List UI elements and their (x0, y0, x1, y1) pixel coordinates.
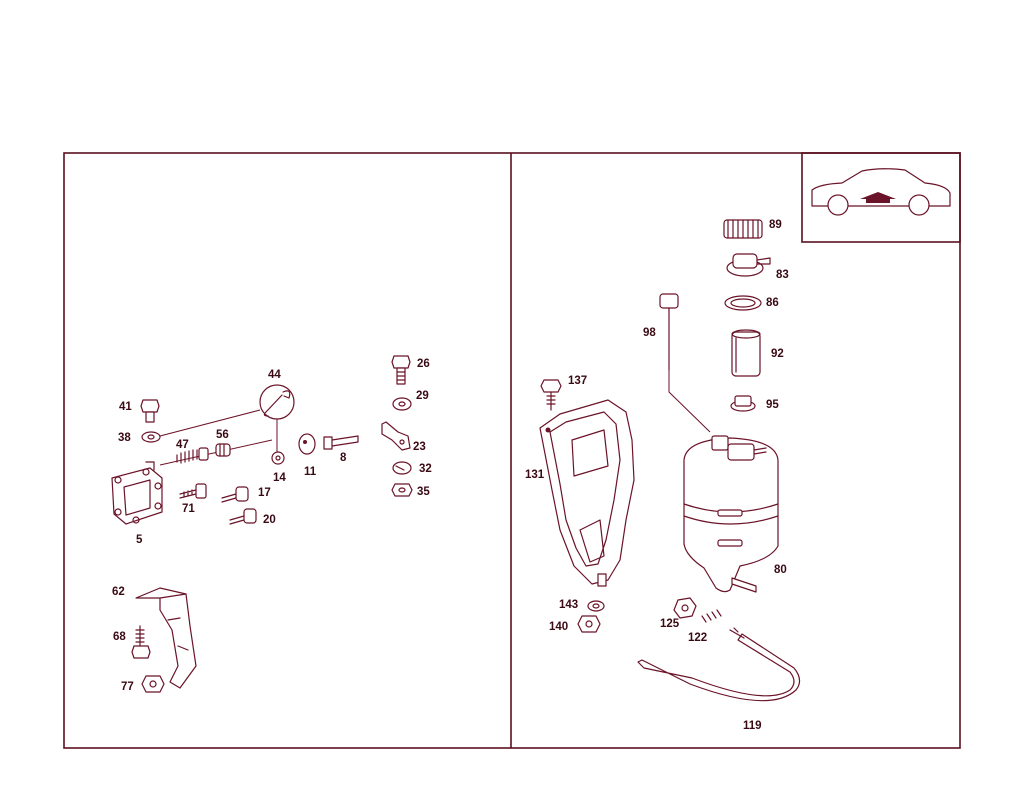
part-44-wrench-symbol (259, 384, 295, 420)
part-29-washer (392, 397, 412, 411)
label-98: 98 (643, 327, 656, 339)
part-35-nut (391, 483, 413, 497)
label-26: 26 (417, 358, 430, 370)
part-140-nut (577, 615, 601, 633)
part-56-sleeve (215, 443, 231, 457)
label-17: 17 (258, 487, 271, 499)
label-143: 143 (559, 599, 578, 611)
part-131-bracket (539, 399, 635, 587)
part-14-washer (271, 451, 285, 465)
part-92-filter (731, 329, 761, 377)
part-20-screw (229, 508, 257, 525)
label-137: 137 (568, 375, 587, 387)
diagram-frame (63, 152, 961, 749)
part-83-cap (726, 253, 771, 277)
label-62: 62 (112, 586, 125, 598)
part-95-cap (730, 395, 756, 412)
part-5-pump-housing (111, 461, 163, 525)
part-labels: 41 38 47 56 44 14 11 8 26 29 23 32 35 71… (112, 219, 789, 732)
label-122: 122 (688, 632, 707, 644)
label-119: 119 (743, 720, 762, 732)
part-143-washer (587, 600, 605, 612)
part-119-strap (637, 627, 801, 702)
label-92: 92 (771, 348, 784, 360)
label-14: 14 (273, 472, 286, 484)
part-122-spring (701, 609, 722, 623)
label-77: 77 (121, 681, 134, 693)
leader-44-38 (159, 409, 261, 437)
label-95: 95 (766, 399, 779, 411)
leader-98 (668, 370, 711, 433)
label-44: 44 (268, 369, 281, 381)
part-77-nut (141, 675, 165, 693)
part-86-seal-ring (724, 295, 762, 311)
part-26-bolt (391, 355, 411, 385)
part-80-reservoir (683, 435, 779, 593)
part-23-bracket (381, 421, 411, 451)
label-8: 8 (340, 452, 347, 464)
label-5: 5 (136, 534, 143, 546)
label-71: 71 (182, 503, 195, 515)
label-11: 11 (304, 466, 317, 478)
part-8-bolt (323, 435, 359, 450)
label-38: 38 (118, 432, 131, 444)
label-41: 41 (119, 401, 132, 413)
locator-box (801, 152, 961, 243)
part-98-dipstick (659, 293, 679, 371)
part-11-disc (298, 433, 316, 455)
part-17-screw (221, 486, 249, 503)
label-47: 47 (176, 439, 189, 451)
label-29: 29 (416, 390, 429, 402)
part-41-bolt (140, 399, 160, 423)
label-35: 35 (417, 486, 430, 498)
part-71-screw (179, 483, 207, 499)
label-131: 131 (525, 469, 545, 481)
part-47-screw (176, 447, 209, 464)
label-56: 56 (216, 429, 229, 441)
part-38-washer (141, 431, 161, 443)
label-68: 68 (113, 631, 126, 643)
part-137-screw (540, 379, 562, 411)
part-125-nut (673, 597, 697, 619)
part-32-spring-washer (392, 461, 412, 475)
part-89-cap (723, 219, 763, 239)
label-23: 23 (413, 441, 426, 453)
label-140: 140 (549, 621, 568, 633)
label-32: 32 (419, 463, 432, 475)
label-83: 83 (776, 269, 789, 281)
part-62-bracket (135, 587, 197, 689)
label-80: 80 (774, 564, 787, 576)
label-125: 125 (660, 618, 680, 630)
car-locator-icon (811, 168, 951, 216)
label-89: 89 (769, 219, 782, 231)
part-68-screw (131, 625, 151, 659)
label-20: 20 (263, 514, 276, 526)
label-86: 86 (766, 297, 779, 309)
